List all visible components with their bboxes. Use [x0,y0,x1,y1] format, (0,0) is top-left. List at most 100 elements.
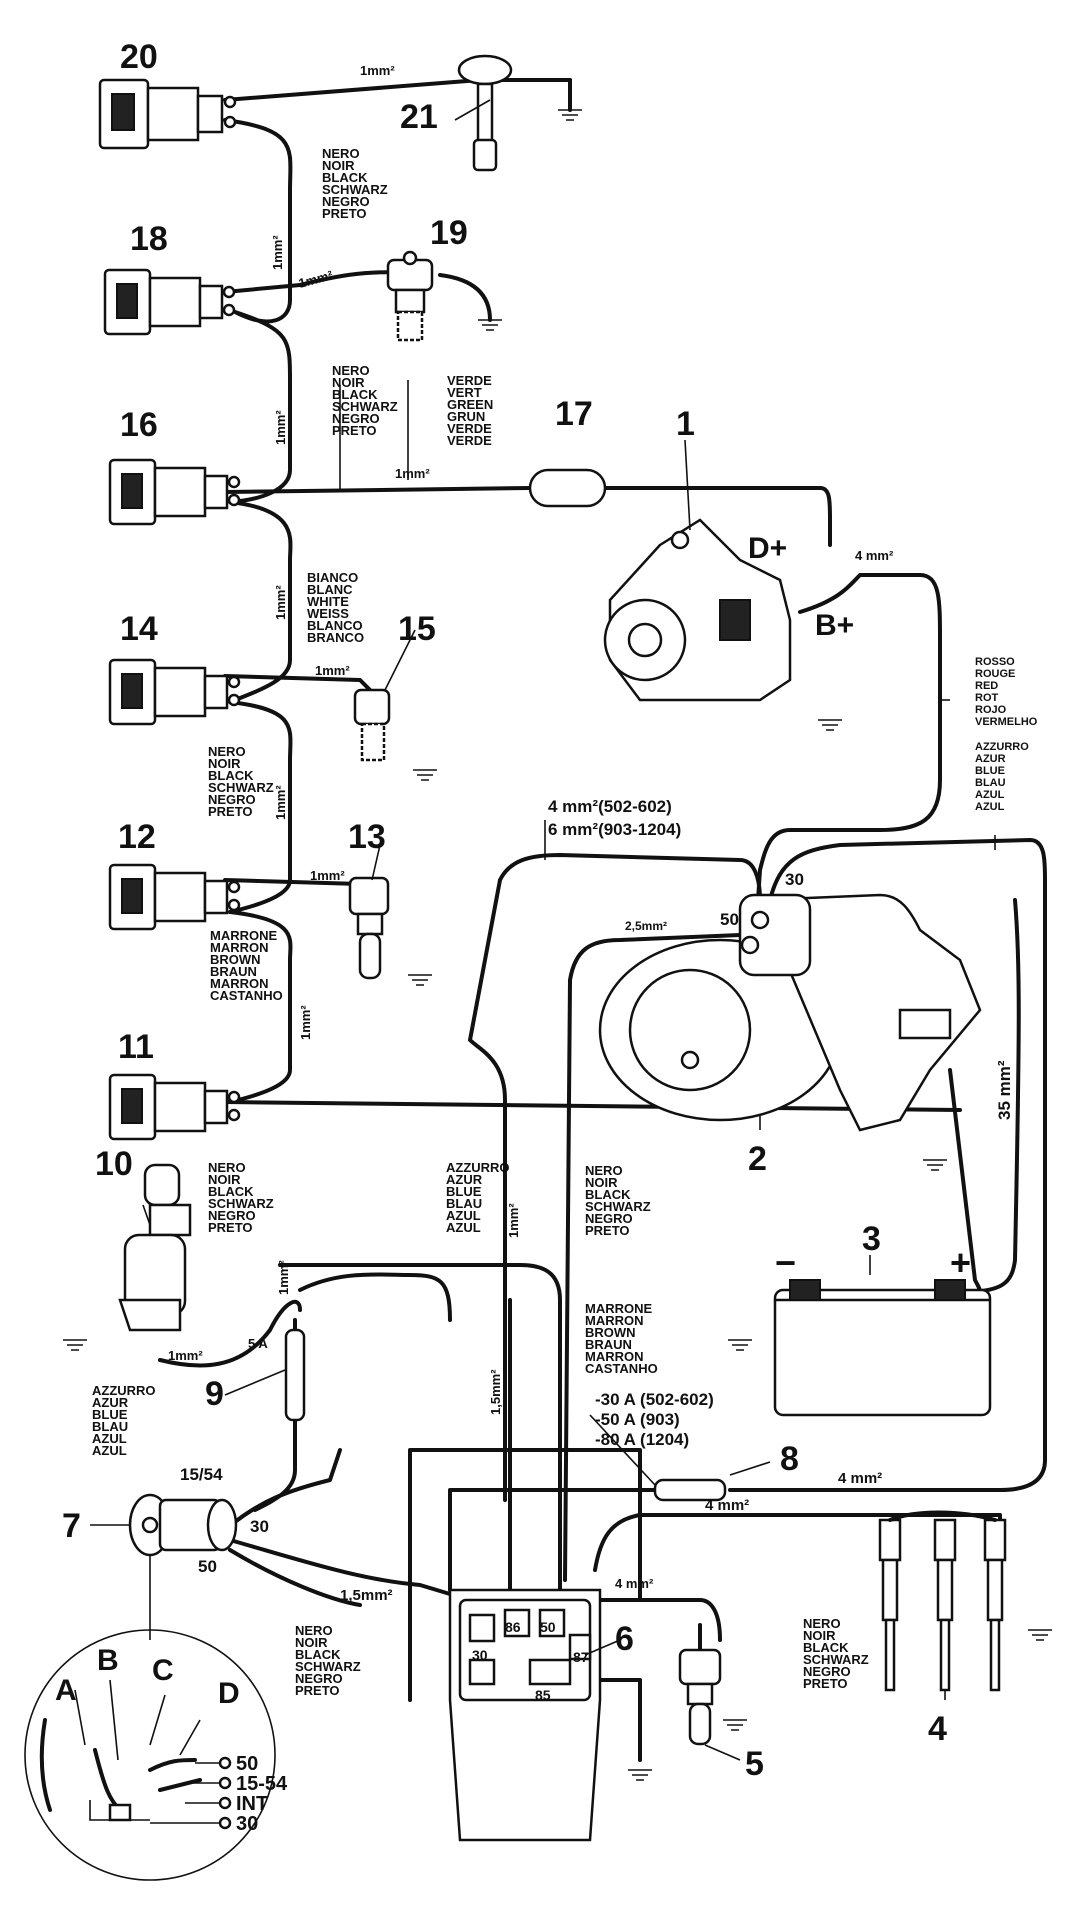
fuse8-ratings: -30 A (502-602) -50 A (903) -80 A (1204) [595,1390,714,1449]
svg-text:ROJO: ROJO [975,704,1007,716]
color-block-blue-3: AZZURRO AZUR BLUE BLAU AZUL AZUL [92,1383,156,1458]
svg-text:AZUL: AZUL [975,789,1005,801]
svg-text:GRUN: GRUN [447,409,485,424]
svg-text:SCHWARZ: SCHWARZ [208,780,274,795]
size-sensor5: 4 mm² [615,1576,654,1591]
size-fuse8-right: 4 mm² [838,1470,882,1487]
key-terminal-50: 50 [198,1557,217,1576]
svg-text:SCHWARZ: SCHWARZ [332,399,398,414]
color-block-green: VERDE VERT GREEN GRUN VERDE VERDE [447,373,493,448]
svg-text:BLANC: BLANC [307,582,353,597]
svg-text:NERO: NERO [585,1163,623,1178]
svg-text:BLACK: BLACK [803,1640,849,1655]
svg-text:VERT: VERT [447,385,482,400]
color-block-brown-1: MARRONE MARRON BROWN BRAUN MARRON CASTAN… [210,928,283,1003]
svg-text:BLAU: BLAU [446,1196,482,1211]
start-cable-2: 6 mm²(903-1204) [548,820,681,839]
svg-text:NOIR: NOIR [295,1635,328,1650]
key-pos-d: D [218,1677,240,1710]
label-8: 8 [780,1440,799,1478]
svg-text:PRETO: PRETO [295,1683,340,1698]
svg-text:PRETO: PRETO [208,804,253,819]
sensor-5 [678,1648,722,1746]
color-block-black-7: NERO NOIR BLACK SCHWARZ NEGRO PRETO [803,1616,869,1691]
color-block-blue-2: AZZURRO AZUR BLUE BLAU AZUL AZUL [446,1160,510,1235]
svg-text:MARRON: MARRON [210,940,269,955]
svg-text:BLACK: BLACK [295,1647,341,1662]
label-17: 17 [555,395,593,433]
svg-text:BLACK: BLACK [208,768,254,783]
svg-text:AZUR: AZUR [446,1172,483,1187]
size-top: 1mm² [360,63,395,78]
key-terminal-1554: 15/54 [180,1465,223,1484]
svg-text:RED: RED [975,680,998,692]
svg-text:AZUL: AZUL [92,1443,127,1458]
svg-text:NERO: NERO [295,1623,333,1638]
svg-text:AZZURRO: AZZURRO [446,1160,510,1175]
svg-text:NERO: NERO [208,1160,246,1175]
size-15: 1mm² [315,663,350,678]
key-out-int: INT [236,1793,268,1815]
svg-text:SCHWARZ: SCHWARZ [803,1652,869,1667]
connector-11 [108,1073,241,1141]
svg-text:NEGRO: NEGRO [585,1211,633,1226]
svg-text:MARRONE: MARRONE [210,928,277,943]
connector-16 [108,458,241,526]
label-12: 12 [118,818,156,856]
svg-text:BLUE: BLUE [92,1407,128,1422]
svg-text:BRAUN: BRAUN [210,964,257,979]
color-block-black-1: NERO NOIR BLACK SCHWARZ NEGRO PRETO [322,146,388,221]
label-6: 6 [615,1620,634,1658]
starter-terminal-50: 50 [720,910,739,929]
svg-text:NOIR: NOIR [208,756,241,771]
svg-text:WEISS: WEISS [307,606,349,621]
svg-text:BRANCO: BRANCO [307,630,364,645]
key-pos-c: C [152,1654,174,1687]
key-out-30: 30 [236,1813,258,1835]
size-vert-18: 1mm² [273,410,288,445]
label-10: 10 [95,1145,133,1183]
key-detail-labels: A B C D 50 15-54 INT 30 [55,1644,288,1835]
label-7: 7 [62,1507,81,1545]
svg-text:VERMELHO: VERMELHO [975,716,1038,728]
sensor-15 [353,688,391,762]
svg-text:NEGRO: NEGRO [322,194,370,209]
svg-text:NERO: NERO [322,146,360,161]
svg-text:NERO: NERO [208,744,246,759]
size-solenoid: 1mm² [168,1348,203,1363]
size-vert-16: 1mm² [273,585,288,620]
svg-text:AZUL: AZUL [975,801,1005,813]
key-terminal-30: 30 [250,1517,269,1536]
alternator-1 [603,518,792,702]
color-block-red: ROSSO ROUGE RED ROT ROJO VERMELHO [975,656,1038,728]
svg-text:MARRON: MARRON [210,976,269,991]
fuse8-rating-3: -80 A (1204) [595,1430,689,1449]
svg-text:MARRONE: MARRONE [585,1301,652,1316]
color-block-black-3: NERO NOIR BLACK SCHWARZ NEGRO PRETO [208,744,274,819]
svg-text:BLACK: BLACK [208,1184,254,1199]
start-cable-1: 4 mm²(502-602) [548,797,672,816]
key-switch-7 [128,1493,238,1640]
svg-text:CASTANHO: CASTANHO [585,1361,658,1376]
relay-pin-86: 86 [505,1619,521,1635]
size-vert-10: 1mm² [276,1260,291,1295]
svg-text:BLAU: BLAU [92,1419,128,1434]
warning-lamp-connectors [98,78,241,1141]
alternator-d-plus: D+ [748,532,787,565]
svg-text:SCHWARZ: SCHWARZ [295,1659,361,1674]
svg-text:SCHWARZ: SCHWARZ [322,182,388,197]
fuse8-rating-2: -50 A (903) [595,1410,680,1429]
svg-text:AZUL: AZUL [446,1208,481,1223]
harness-main [223,118,293,1104]
connector-12 [108,863,241,931]
relay-pin-87: 87 [573,1649,589,1665]
svg-text:NEGRO: NEGRO [208,1208,256,1223]
svg-text:BLACK: BLACK [322,170,368,185]
svg-text:PRETO: PRETO [322,206,367,221]
svg-text:MARRON: MARRON [585,1313,644,1328]
svg-text:ROUGE: ROUGE [975,668,1015,680]
connector-14 [108,658,241,726]
battery-plus: + [950,1242,971,1283]
ground-symbols [63,109,1052,1781]
label-21: 21 [400,98,438,136]
